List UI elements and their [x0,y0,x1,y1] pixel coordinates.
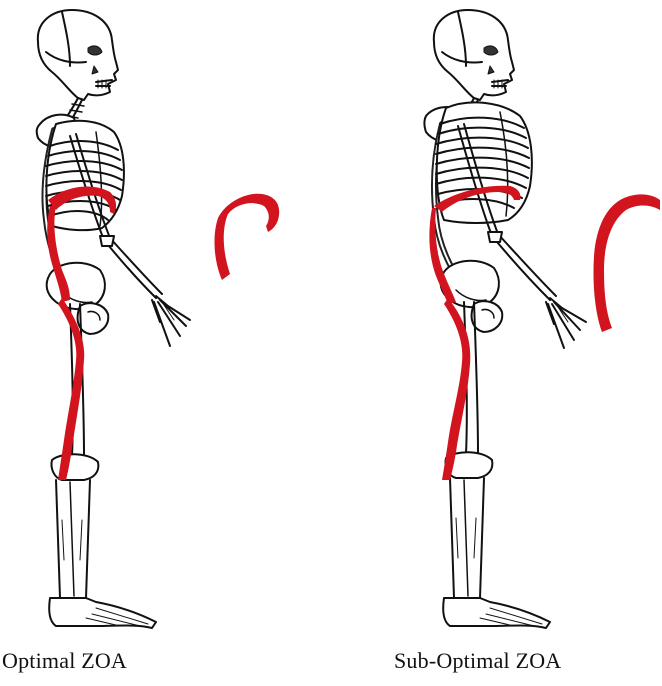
caption-suboptimal-zoa: Sub-Optimal ZOA [394,648,561,674]
lower-leg-left [56,480,90,598]
skull-right [434,10,514,100]
rib-cage-left [46,121,124,230]
caption-optimal-zoa: Optimal ZOA [2,648,127,674]
foot-right [443,598,550,628]
zoa-curve-optimal [215,194,280,280]
skull-left [38,10,118,100]
skeleton-suboptimal [425,10,587,628]
foot-left [49,598,156,628]
zoa-curve-suboptimal [593,194,660,332]
lower-leg-right [450,478,484,598]
skeleton-optimal [37,10,190,628]
